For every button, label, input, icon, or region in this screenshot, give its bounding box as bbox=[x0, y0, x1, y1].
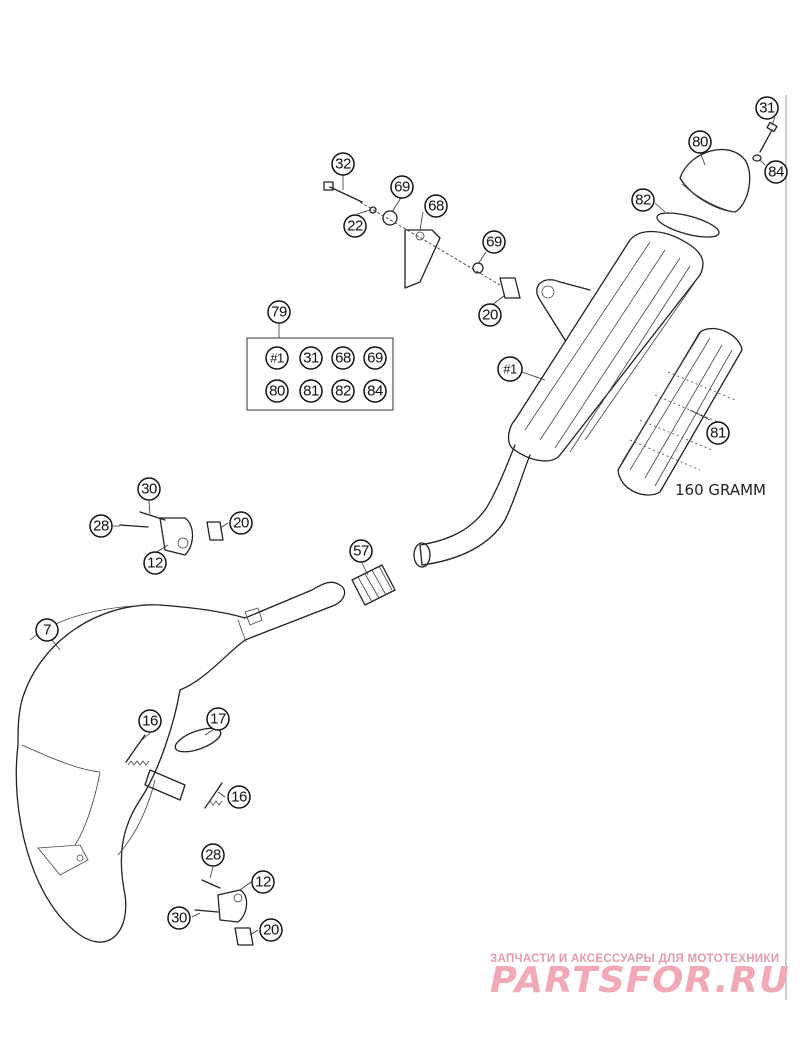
callout-69-lower-label: 69 bbox=[486, 234, 502, 251]
callout-12-lower: 12 bbox=[251, 870, 275, 894]
callout-82-label: 82 bbox=[635, 192, 651, 209]
screw-31 bbox=[759, 121, 778, 153]
kit-item-84-label: 84 bbox=[367, 383, 383, 400]
screw-28-middle bbox=[119, 524, 149, 528]
callout-16-upper-label: 16 bbox=[142, 713, 158, 730]
grommet-69-lower bbox=[472, 262, 484, 274]
callout-20-upper-label: 20 bbox=[482, 307, 498, 324]
kit-item-81-label: 81 bbox=[303, 383, 319, 400]
callout-31: 31 bbox=[755, 96, 779, 120]
callout-16-lower-label: 16 bbox=[231, 789, 247, 806]
callout-20-middle-label: 20 bbox=[233, 515, 249, 532]
screw-32 bbox=[323, 181, 363, 203]
packing-81 bbox=[617, 327, 743, 496]
callout-32-label: 32 bbox=[335, 156, 351, 173]
kit-item-31: 31 bbox=[299, 346, 323, 370]
callout-20-lower: 20 bbox=[259, 918, 283, 942]
callout-20-middle: 20 bbox=[229, 511, 253, 535]
callout-17: 17 bbox=[206, 707, 230, 731]
screw-28-lower bbox=[201, 879, 221, 889]
clip-nut-20-upper bbox=[499, 277, 521, 299]
callout-79: 79 bbox=[267, 300, 291, 324]
kit-79-box bbox=[246, 337, 394, 411]
weight-note: 160 GRAMM bbox=[675, 481, 766, 499]
callout-16-lower: 16 bbox=[227, 785, 251, 809]
kit-item-68: 68 bbox=[331, 346, 355, 370]
callout-17-label: 17 bbox=[210, 711, 226, 728]
kit-item-82-label: 82 bbox=[335, 383, 351, 400]
kit-item-82: 82 bbox=[331, 379, 355, 403]
o-ring-17 bbox=[174, 727, 222, 753]
callout-7: 7 bbox=[35, 618, 59, 642]
callout-16-upper: 16 bbox=[138, 709, 162, 733]
callout-22: 22 bbox=[343, 214, 367, 238]
watermark: ЗАПЧАСТИ И АКСЕССУАРЫ ДЛЯ МОТОТЕХНИКИ PA… bbox=[490, 953, 790, 1001]
clip-nut-20-middle bbox=[206, 521, 224, 541]
callout-28-lower-label: 28 bbox=[205, 847, 221, 864]
washer-84 bbox=[752, 154, 762, 162]
kit-item-69-label: 69 bbox=[367, 350, 383, 367]
callout-31-label: 31 bbox=[759, 100, 775, 117]
grommet-69-upper bbox=[382, 210, 398, 226]
callout-79-label: 79 bbox=[271, 304, 287, 321]
callout-81: 81 bbox=[706, 421, 730, 445]
kit-item-80-label: 80 bbox=[269, 383, 285, 400]
callout-30-middle: 30 bbox=[137, 477, 161, 501]
kit-item-69: 69 bbox=[363, 346, 387, 370]
callout-30-lower: 30 bbox=[167, 906, 191, 930]
callout-57: 57 bbox=[349, 539, 373, 563]
kit-item-31-label: 31 bbox=[303, 350, 319, 367]
callout-68-label: 68 bbox=[428, 198, 444, 215]
callout-20-lower-label: 20 bbox=[263, 922, 279, 939]
kit-item-68-label: 68 bbox=[335, 350, 351, 367]
callout-7-label: 7 bbox=[43, 622, 51, 639]
callout-30-middle-label: 30 bbox=[141, 481, 157, 498]
callout-82: 82 bbox=[631, 188, 655, 212]
bracket-68 bbox=[404, 229, 441, 289]
kit-item-80: 80 bbox=[265, 379, 289, 403]
callout-69-lower: 69 bbox=[482, 230, 506, 254]
watermark-tagline: ЗАПЧАСТИ И АКСЕССУАРЫ ДЛЯ МОТОТЕХНИКИ bbox=[490, 953, 779, 965]
callout-1-label: #1 bbox=[503, 362, 517, 377]
callout-12-middle: 12 bbox=[143, 551, 167, 575]
screw-30-middle bbox=[139, 511, 166, 521]
callout-69-upper-label: 69 bbox=[394, 179, 410, 196]
callout-57-label: 57 bbox=[353, 543, 369, 560]
callout-69-upper: 69 bbox=[390, 175, 414, 199]
callout-68: 68 bbox=[424, 194, 448, 218]
kit-item-1-label: #1 bbox=[270, 351, 284, 366]
callout-81-label: 81 bbox=[710, 425, 726, 442]
callout-84: 84 bbox=[764, 160, 788, 184]
kit-item-84: 84 bbox=[363, 379, 387, 403]
kit-item-1: #1 bbox=[265, 346, 289, 370]
callout-32: 32 bbox=[331, 152, 355, 176]
callout-84-label: 84 bbox=[768, 164, 784, 181]
leader-lines bbox=[51, 116, 776, 936]
callout-80-label: 80 bbox=[692, 134, 708, 151]
sleeve-57 bbox=[351, 564, 396, 606]
kit-item-81: 81 bbox=[299, 379, 323, 403]
silencer-1 bbox=[413, 230, 704, 568]
mount-bracket-12-lower bbox=[217, 889, 248, 923]
callout-28-lower: 28 bbox=[201, 843, 225, 867]
watermark-brand: PARTSFOR.RU bbox=[490, 960, 790, 1001]
spring-16-lower bbox=[204, 782, 223, 809]
exhaust-pipe-7 bbox=[15, 581, 346, 943]
callout-30-lower-label: 30 bbox=[171, 910, 187, 927]
gasket-82 bbox=[656, 212, 720, 238]
mount-bracket-12-middle bbox=[159, 517, 194, 556]
spring-16-upper bbox=[125, 734, 150, 766]
end-cap-80 bbox=[679, 148, 751, 213]
screw-30-lower bbox=[194, 909, 219, 913]
callout-12-lower-label: 12 bbox=[255, 874, 271, 891]
callout-28-middle: 28 bbox=[89, 514, 113, 538]
callout-20-upper: 20 bbox=[478, 303, 502, 327]
callout-1: #1 bbox=[497, 356, 523, 382]
callout-22-label: 22 bbox=[347, 218, 363, 235]
callout-80: 80 bbox=[688, 130, 712, 154]
clip-nut-20-lower bbox=[234, 927, 254, 946]
callout-12-middle-label: 12 bbox=[147, 555, 163, 572]
callout-28-middle-label: 28 bbox=[93, 518, 109, 535]
